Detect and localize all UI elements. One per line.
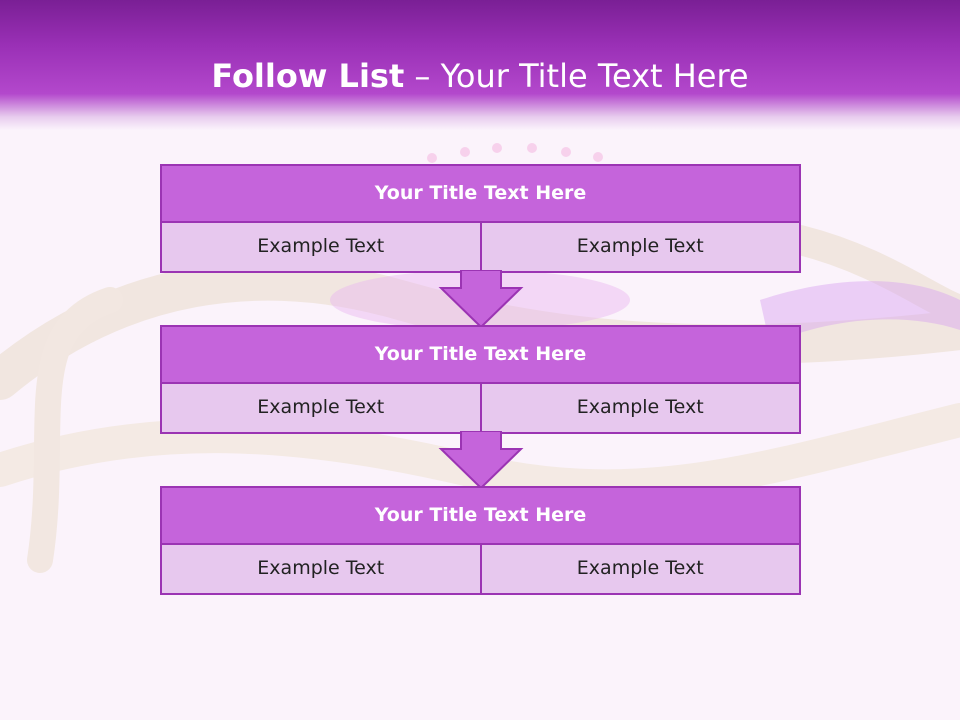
slide-title: Follow List – Your Title Text Here [0,52,960,100]
block-cell-right: Example Text [479,384,799,432]
down-arrow-icon [438,431,524,490]
block-row: Example Text Example Text [162,223,799,271]
block-row: Example Text Example Text [162,384,799,432]
block-row: Example Text Example Text [162,545,799,593]
title-bar [0,0,960,130]
block-cell-right: Example Text [479,545,799,593]
block-title: Your Title Text Here [162,488,799,545]
slide-title-rest: – Your Title Text Here [404,57,749,95]
block-title: Your Title Text Here [162,327,799,384]
block-title: Your Title Text Here [162,166,799,223]
down-arrow-icon [438,270,524,329]
block-cell-left: Example Text [162,545,480,593]
list-block-3: Your Title Text Here Example Text Exampl… [160,486,801,595]
slide-title-bold: Follow List [211,57,405,95]
list-block-2: Your Title Text Here Example Text Exampl… [160,325,801,434]
block-cell-left: Example Text [162,384,480,432]
block-cell-right: Example Text [479,223,799,271]
block-cell-left: Example Text [162,223,480,271]
list-block-1: Your Title Text Here Example Text Exampl… [160,164,801,273]
